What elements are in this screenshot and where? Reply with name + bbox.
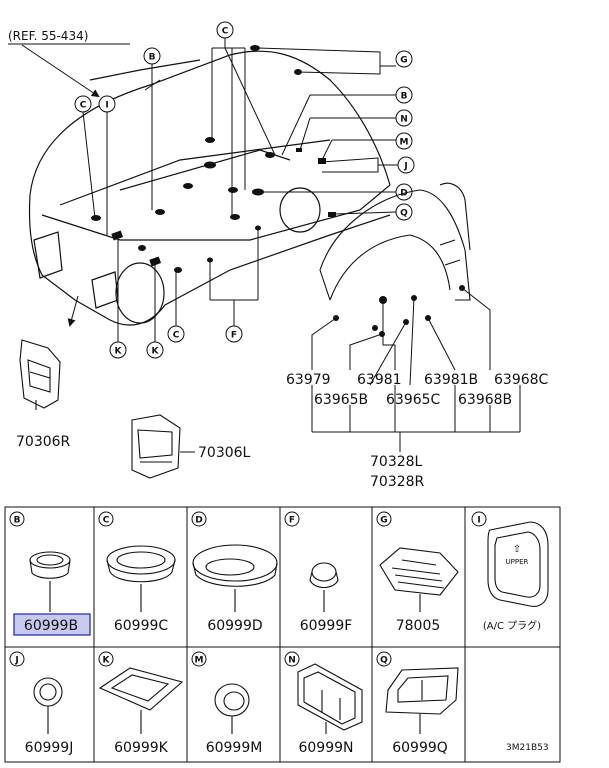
leader-lines bbox=[67, 38, 398, 342]
part-70306R-label[interactable]: 70306R bbox=[16, 434, 71, 450]
diagram-code: 3M21B53 bbox=[506, 743, 549, 753]
svg-text:D: D bbox=[195, 516, 202, 526]
grid-cell-B[interactable]: B 60999B bbox=[9, 511, 91, 636]
callout-C-top[interactable]: C bbox=[216, 21, 234, 39]
callout-F[interactable]: F bbox=[225, 325, 243, 343]
body-holes bbox=[91, 45, 336, 273]
parts-grid-frame bbox=[4, 506, 561, 763]
part-63979-label[interactable]: 63979 bbox=[286, 372, 331, 388]
grommet-60999M-drawing bbox=[214, 683, 250, 734]
callout-C-left[interactable]: C bbox=[74, 95, 92, 113]
seal-60999K-drawing bbox=[98, 667, 184, 734]
part-ac-plug-label[interactable]: (A/C プラグ) bbox=[483, 619, 541, 632]
part-70306L-label[interactable]: 70306L bbox=[198, 445, 251, 461]
grid-cell-K[interactable]: K 60999K bbox=[98, 651, 184, 756]
svg-text:C: C bbox=[103, 516, 110, 526]
part-60999M-label[interactable]: 60999M bbox=[206, 740, 263, 756]
svg-text:C: C bbox=[222, 27, 229, 37]
part-60999C-label[interactable]: 60999C bbox=[114, 618, 169, 634]
svg-text:G: G bbox=[400, 56, 407, 66]
svg-text:K: K bbox=[152, 347, 160, 357]
svg-text:J: J bbox=[403, 162, 407, 172]
callout-C-lower[interactable]: C bbox=[167, 325, 185, 343]
callout-K-1[interactable]: K bbox=[109, 341, 127, 359]
cover-78005-drawing bbox=[379, 547, 459, 612]
grid-cell-N[interactable]: N 60999N bbox=[284, 651, 363, 756]
svg-text:F: F bbox=[231, 331, 237, 341]
vehicle-body-outline bbox=[28, 50, 391, 326]
part-60999K-label[interactable]: 60999K bbox=[114, 740, 169, 756]
part-78005-label[interactable]: 78005 bbox=[396, 618, 441, 634]
svg-text:M: M bbox=[195, 656, 204, 666]
callout-N[interactable]: N bbox=[395, 109, 413, 127]
grid-cell-G[interactable]: G 78005 bbox=[376, 511, 459, 634]
svg-text:Q: Q bbox=[380, 656, 388, 666]
ref-note[interactable]: (REF. 55-434) bbox=[8, 29, 88, 43]
callout-G[interactable]: G bbox=[395, 50, 413, 68]
grommet-60999C-drawing bbox=[106, 545, 176, 612]
svg-text:Q: Q bbox=[400, 209, 408, 219]
grid-cell-Q[interactable]: Q 60999Q bbox=[376, 651, 459, 756]
part-63981B-label[interactable]: 63981B bbox=[424, 372, 478, 388]
grid-cell-D[interactable]: D 60999D bbox=[191, 511, 278, 634]
part-63981-label[interactable]: 63981 bbox=[357, 372, 402, 388]
grid-cell-J[interactable]: J 60999J bbox=[9, 651, 74, 756]
svg-text:N: N bbox=[400, 115, 408, 125]
part-63968C-label[interactable]: 63968C bbox=[494, 372, 549, 388]
part-60999D-label[interactable]: 60999D bbox=[207, 618, 262, 634]
svg-text:C: C bbox=[80, 101, 87, 111]
part-70306R-drawing[interactable] bbox=[19, 339, 61, 410]
callout-M[interactable]: M bbox=[395, 132, 413, 150]
grid-cell-F[interactable]: F 60999F bbox=[284, 511, 353, 634]
callout-B-top[interactable]: B bbox=[143, 47, 161, 65]
grid-cell-M[interactable]: M 60999M bbox=[191, 651, 263, 756]
plug-60999F-drawing bbox=[309, 562, 339, 612]
svg-text:G: G bbox=[380, 516, 387, 526]
fender-leader-lines bbox=[311, 287, 521, 452]
callout-I-left[interactable]: I bbox=[98, 95, 116, 113]
svg-text:M: M bbox=[400, 138, 409, 148]
callout-J[interactable]: J bbox=[397, 156, 415, 174]
grid-cell-C[interactable]: C 60999C bbox=[98, 511, 176, 634]
svg-text:C: C bbox=[173, 331, 180, 341]
ac-plug-upper-arrow-icon: ⇧ bbox=[513, 544, 521, 555]
svg-text:B: B bbox=[14, 516, 21, 526]
callout-K-2[interactable]: K bbox=[146, 341, 164, 359]
svg-text:K: K bbox=[103, 656, 111, 666]
svg-text:B: B bbox=[401, 92, 408, 102]
fender-liner-drawing[interactable] bbox=[319, 182, 471, 301]
selected-part-highlight bbox=[13, 613, 91, 636]
part-70306L-drawing[interactable] bbox=[131, 414, 181, 479]
part-60999N-label[interactable]: 60999N bbox=[298, 740, 353, 756]
fender-clips bbox=[333, 285, 465, 337]
grommet-60999D-drawing bbox=[192, 544, 278, 612]
grommet-60999J-drawing bbox=[33, 677, 63, 734]
svg-text:N: N bbox=[288, 656, 296, 666]
svg-text:F: F bbox=[289, 516, 295, 526]
part-63968B-label[interactable]: 63968B bbox=[458, 392, 512, 408]
part-63965C-label[interactable]: 63965C bbox=[386, 392, 441, 408]
part-63965B-label[interactable]: 63965B bbox=[314, 392, 368, 408]
part-60999J-label[interactable]: 60999J bbox=[25, 740, 74, 756]
callout-Q[interactable]: Q bbox=[395, 203, 413, 221]
part-60999B-label[interactable]: 60999B bbox=[24, 618, 78, 634]
svg-text:I: I bbox=[105, 101, 108, 111]
ac-plug-drawing bbox=[487, 521, 549, 607]
callout-B-right[interactable]: B bbox=[395, 86, 413, 104]
svg-text:B: B bbox=[149, 53, 156, 63]
grommet-60999B-drawing bbox=[29, 551, 71, 612]
seal-60999Q-drawing bbox=[385, 667, 459, 734]
seal-60999N-drawing bbox=[297, 663, 363, 734]
ac-plug-icon-text: UPPER bbox=[506, 558, 529, 566]
svg-text:J: J bbox=[14, 656, 18, 666]
part-70328L-label[interactable]: 70328L bbox=[370, 454, 423, 470]
part-60999F-label[interactable]: 60999F bbox=[300, 618, 353, 634]
svg-text:I: I bbox=[477, 516, 480, 526]
grid-cell-I[interactable]: I ⇧ UPPER (A/C プラグ) bbox=[471, 511, 549, 632]
part-60999Q-label[interactable]: 60999Q bbox=[392, 740, 448, 756]
part-70328R-label[interactable]: 70328R bbox=[370, 474, 425, 490]
svg-text:K: K bbox=[115, 347, 123, 357]
